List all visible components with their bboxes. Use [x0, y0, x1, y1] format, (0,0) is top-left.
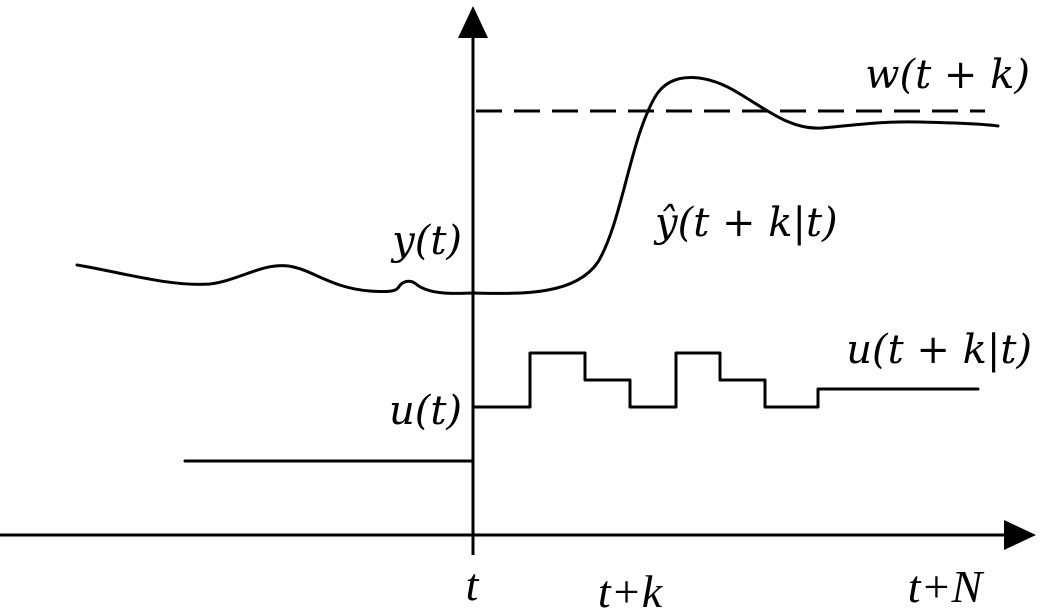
predicted-output-curve [471, 76, 1000, 295]
future-input-label: u(t + k|t) [846, 327, 1032, 373]
past-output-curve [75, 263, 475, 295]
predicted-output-label: ŷ(t + k|t) [653, 200, 838, 246]
present-time-axis-arrowhead [458, 6, 488, 38]
tick-label-t-plus-n: t+N [908, 561, 985, 612]
tick-label-t: t [466, 559, 480, 610]
reference-label: w(t + k) [865, 52, 1030, 98]
future-input-staircase [471, 351, 980, 409]
past-output-label: y(t) [390, 218, 462, 264]
tick-label-t-plus-k: t+k [598, 566, 664, 615]
past-input-label: u(t) [389, 388, 462, 434]
time-axis-arrowhead [1004, 520, 1036, 550]
